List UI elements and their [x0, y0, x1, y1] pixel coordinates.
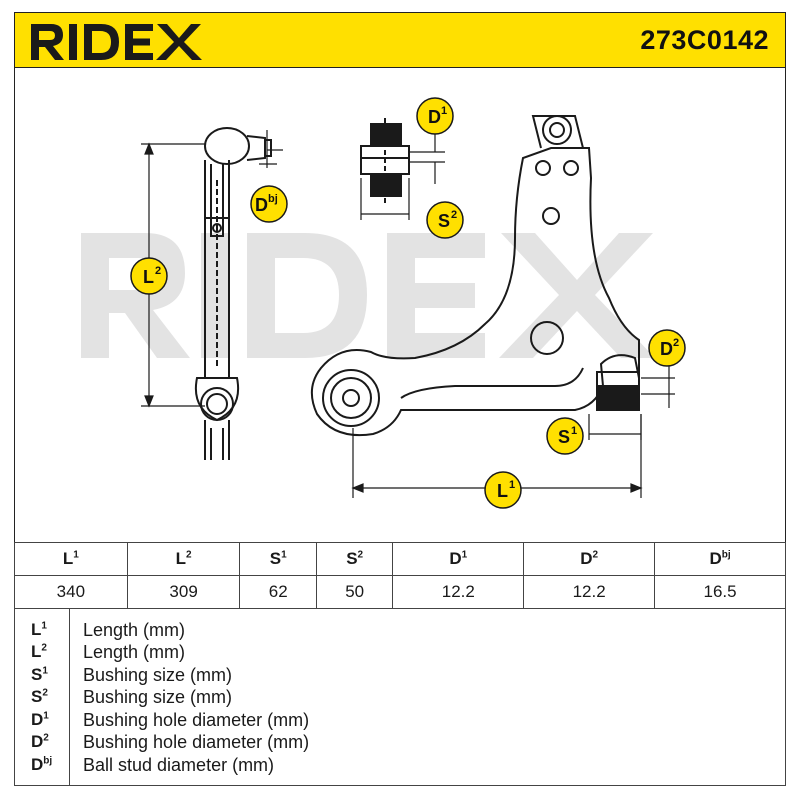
- col-header: L2: [126, 542, 241, 576]
- control-arm: [310, 115, 640, 437]
- col-header: S1: [239, 542, 317, 576]
- dimension-s2-d1: [360, 132, 445, 220]
- svg-text:1: 1: [509, 479, 515, 491]
- svg-text:1: 1: [571, 425, 577, 437]
- svg-text:1: 1: [441, 105, 447, 117]
- svg-text:S: S: [558, 427, 570, 447]
- table-cell: 12.2: [392, 575, 525, 609]
- svg-text:D: D: [428, 107, 441, 127]
- table-cell: 309: [126, 575, 241, 609]
- table-cell: 62: [239, 575, 317, 609]
- badge-l2: L 2: [130, 257, 168, 295]
- legend: L1 Length (mm) L2 Length (mm) S1 Bushing…: [14, 608, 786, 786]
- specs-table: L1 L2 S1 S2 D1 D2 Dbj 340 309 62 50 12.2…: [14, 542, 786, 609]
- legend-description: Bushing size (mm): [83, 665, 233, 685]
- svg-text:L: L: [143, 267, 154, 287]
- col-header: L1: [14, 542, 128, 576]
- legend-symbol: L2: [31, 642, 47, 661]
- ridex-watermark: [81, 233, 655, 358]
- badge-s2: S 2: [426, 201, 464, 239]
- technical-drawing: L 2 D bj D 1 S 2 D 2 S 1 L: [14, 68, 786, 542]
- svg-text:S: S: [438, 211, 450, 231]
- badge-dbj: D bj: [250, 185, 288, 223]
- legend-symbol: D2: [31, 732, 49, 751]
- legend-symbol: S1: [31, 665, 48, 684]
- legend-description: Bushing hole diameter (mm): [83, 732, 310, 752]
- svg-text:L: L: [497, 481, 508, 501]
- col-header: Dbj: [654, 542, 786, 576]
- badge-s1: S 1: [546, 417, 584, 455]
- col-header: S2: [315, 542, 394, 576]
- part-number: 273C0142: [640, 25, 769, 55]
- bushing-detail: [360, 118, 410, 204]
- svg-text:2: 2: [673, 337, 679, 349]
- header-bar: 273C0142: [14, 12, 786, 68]
- legend-description: Ball stud diameter (mm): [83, 755, 275, 775]
- drawing-canvas: L 2 D bj D 1 S 2 D 2 S 1 L: [81, 97, 686, 509]
- legend-symbol: D1: [31, 710, 49, 729]
- svg-text:2: 2: [451, 209, 457, 221]
- svg-text:D: D: [660, 339, 673, 359]
- legend-description: Length (mm): [83, 642, 186, 662]
- legend-divider: [69, 608, 70, 785]
- badge-l1: L 1: [484, 471, 522, 509]
- legend-item: S1 Bushing size (mm): [15, 665, 785, 687]
- legend-item: L1 Length (mm): [15, 620, 785, 642]
- badge-d2: D 2: [648, 329, 686, 367]
- legend-item: S2 Bushing size (mm): [15, 687, 785, 709]
- table-cell: 50: [315, 575, 394, 609]
- legend-item: L2 Length (mm): [15, 642, 785, 664]
- col-header: D1: [392, 542, 525, 576]
- ball-joint-link: [195, 127, 272, 460]
- specs-value-row: 340 309 62 50 12.2 12.2 16.5: [14, 575, 786, 609]
- badge-d1: D 1: [416, 97, 454, 135]
- ridex-logo: [31, 24, 202, 60]
- specs-header-row: L1 L2 S1 S2 D1 D2 Dbj: [14, 542, 786, 576]
- legend-description: Length (mm): [83, 620, 186, 640]
- legend-symbol: S2: [31, 687, 48, 706]
- svg-text:2: 2: [155, 265, 161, 277]
- svg-text:D: D: [255, 195, 268, 215]
- table-cell: 16.5: [654, 575, 786, 609]
- legend-description: Bushing size (mm): [83, 687, 233, 707]
- legend-item: D2 Bushing hole diameter (mm): [15, 732, 785, 754]
- table-cell: 340: [14, 575, 128, 609]
- col-header: D2: [523, 542, 656, 576]
- svg-text:bj: bj: [268, 193, 278, 205]
- legend-symbol: L1: [31, 620, 47, 639]
- legend-item: Dbj Ball stud diameter (mm): [15, 755, 785, 777]
- table-cell: 12.2: [523, 575, 656, 609]
- legend-description: Bushing hole diameter (mm): [83, 710, 310, 730]
- legend-item: D1 Bushing hole diameter (mm): [15, 710, 785, 732]
- legend-symbol: Dbj: [31, 755, 53, 774]
